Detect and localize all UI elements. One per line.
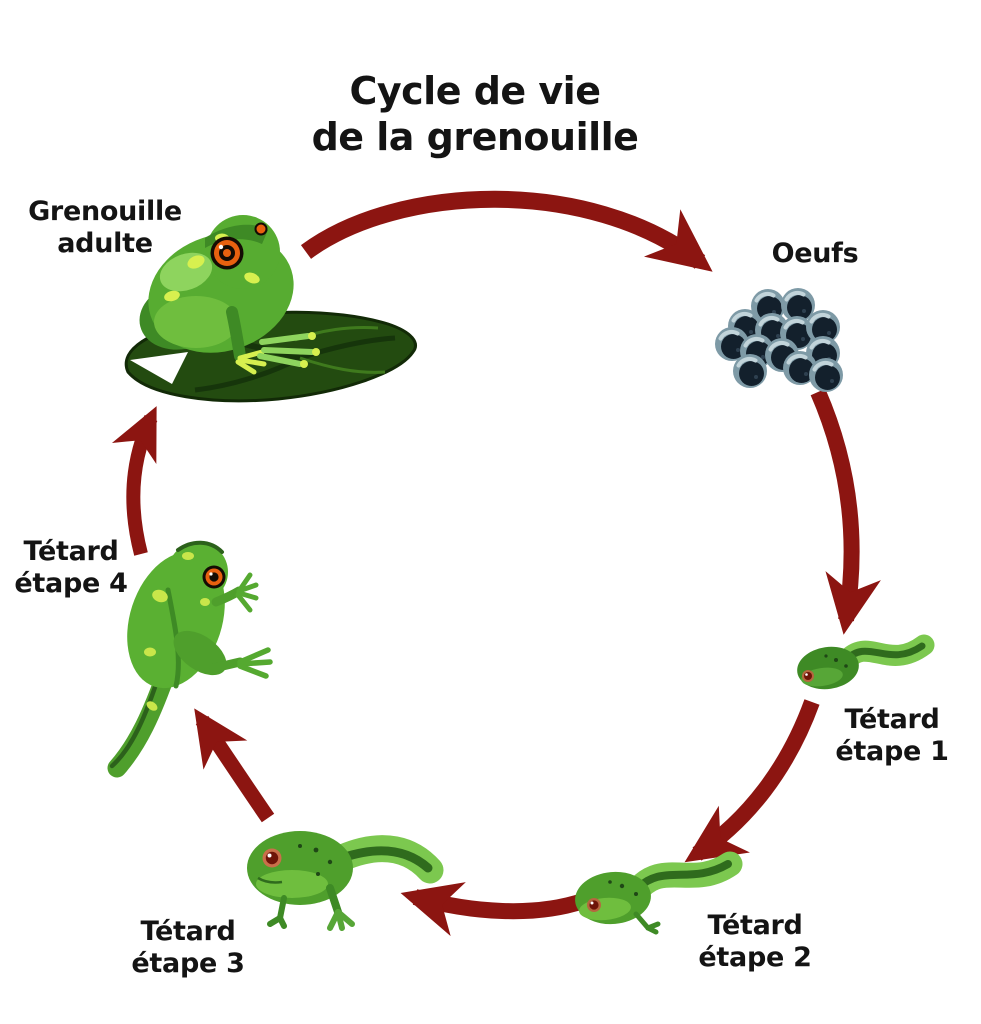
adult-frog <box>139 215 320 375</box>
label-tadpole-stage1-line1: Tétard <box>844 704 940 735</box>
arrow-stage1-to-stage2 <box>684 699 820 863</box>
diagram-title: Cycle de vie de la grenouille <box>235 68 715 161</box>
tadpole-stage4-eye <box>202 565 226 589</box>
label-tadpole-stage3-line2: étape 3 <box>131 948 245 980</box>
label-adult-frog-line1: Grenouille <box>28 196 182 227</box>
arrow-stage2-to-stage3 <box>400 882 586 937</box>
label-adult-frog: Grenouille adulte <box>10 196 200 261</box>
label-tadpole-stage4-line2: étape 4 <box>14 568 128 600</box>
diagram-title-line2: de la grenouille <box>311 115 639 160</box>
cycle-arrows <box>111 190 881 937</box>
tadpole-stage3-eye <box>262 848 282 868</box>
label-tadpole-stage2-line2: étape 2 <box>698 942 812 974</box>
tadpole-stage1-eye <box>802 670 814 682</box>
tadpole-stage4-illustration <box>107 540 273 778</box>
tadpole-stage2-illustration <box>575 851 743 935</box>
label-tadpole-stage2: Tétard étape 2 <box>685 910 825 975</box>
label-eggs-text: Oeufs <box>771 238 859 269</box>
arrow-adult-to-eggs <box>300 190 713 272</box>
label-eggs: Oeufs <box>745 238 885 270</box>
tadpole-stage2-eye <box>587 898 601 912</box>
frog-eggs-illustration <box>713 286 845 394</box>
label-tadpole-stage4: Tétard étape 4 <box>0 536 142 601</box>
label-tadpole-stage1: Tétard étape 1 <box>822 704 962 769</box>
label-tadpole-stage1-line2: étape 1 <box>835 736 949 768</box>
adult-frog-eye <box>210 236 244 270</box>
adult-frog-illustration <box>124 215 417 403</box>
label-tadpole-stage3-line1: Tétard <box>140 916 236 947</box>
arrow-stage4-to-adult <box>111 406 158 556</box>
label-tadpole-stage3: Tétard étape 3 <box>118 916 258 981</box>
diagram-title-line1: Cycle de vie <box>349 69 601 113</box>
label-tadpole-stage4-line1: Tétard <box>23 536 119 567</box>
arrow-stage3-to-stage4 <box>194 708 275 823</box>
arrow-eggs-to-stage1 <box>810 388 881 635</box>
tadpole-stage3-illustration <box>247 831 444 931</box>
label-adult-frog-line2: adulte <box>57 228 153 260</box>
label-tadpole-stage2-line1: Tétard <box>707 910 803 941</box>
tadpole-stage1-illustration <box>797 634 935 690</box>
